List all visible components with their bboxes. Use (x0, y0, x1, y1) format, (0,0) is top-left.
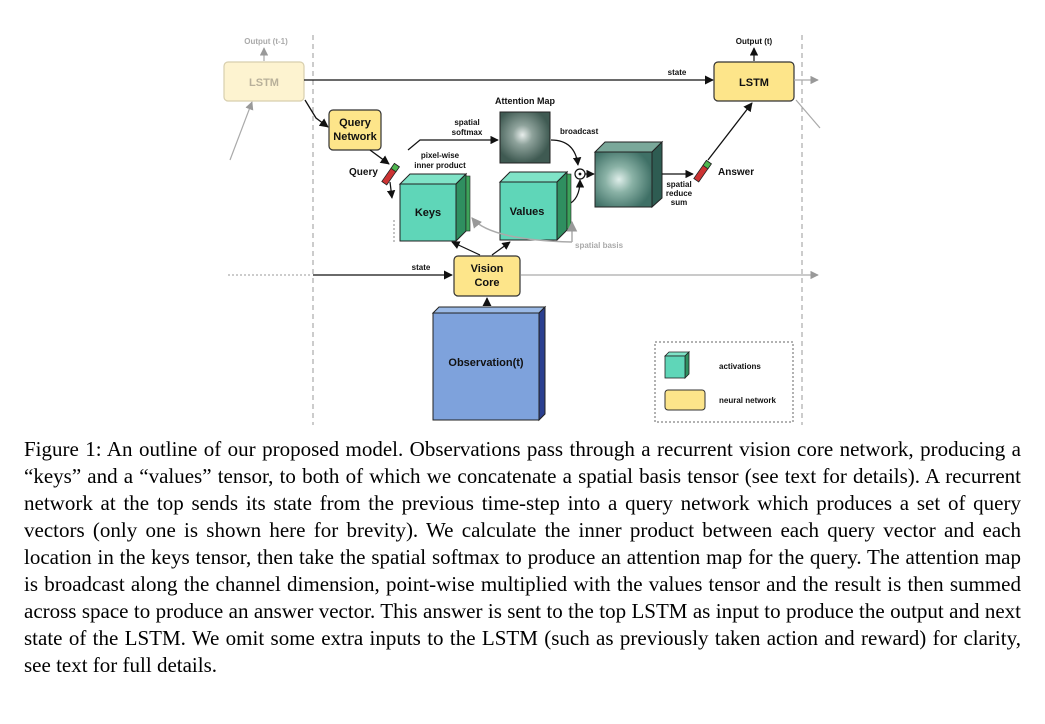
spatial-reduce-label: spatial (666, 180, 691, 189)
legend-activations-label: activations (719, 362, 761, 371)
attention-map-label: Attention Map (495, 96, 555, 106)
legend-neural-network-label: neural network (719, 396, 776, 405)
lstm-current: LSTM (713, 61, 795, 102)
attention-map (499, 111, 551, 164)
spatial-reduce-label-3: sum (671, 198, 687, 207)
input-prev-arrow (229, 101, 254, 161)
svg-text:Vision: Vision (471, 263, 504, 275)
svg-text:Keys: Keys (415, 207, 441, 219)
output-label: Output (t) (736, 37, 773, 46)
svg-text:LSTM: LSTM (739, 77, 769, 89)
values-tensor: Values (498, 170, 572, 242)
legend-activation-swatch (664, 351, 690, 379)
spatial-softmax-label: spatial (454, 118, 479, 127)
query-network-to-query-arrow (369, 149, 390, 165)
output-prev-label: Output (t-1) (244, 37, 288, 46)
query-vector (381, 162, 400, 186)
query-label: Query (349, 167, 378, 178)
spatial-reduce-label-2: reduce (666, 189, 693, 198)
svg-text:LSTM: LSTM (249, 77, 279, 89)
spatial-softmax-label-2: softmax (452, 128, 483, 137)
answer-vector (693, 159, 712, 183)
inner-product-arrow (386, 181, 396, 199)
core-to-values-arrow (491, 241, 511, 256)
answer-label: Answer (718, 167, 754, 178)
model-outline-diagram: LSTM Output (t-1) state LSTM Output (t) … (223, 35, 821, 425)
keys-tensor: Keys (398, 172, 471, 243)
figure-caption: Figure 1: An outline of our proposed mod… (24, 437, 1021, 677)
answer-to-lstm-arrow (707, 102, 753, 161)
weighted-values-tensor (593, 140, 664, 209)
state-bottom-label: state (412, 263, 431, 272)
core-to-keys-arrow (451, 241, 481, 256)
observation-tensor: Observation(t) (431, 305, 547, 422)
spatial-basis-arrow-keys (471, 217, 573, 243)
lstm-to-query-arrow (304, 99, 329, 128)
svg-text:Network: Network (333, 131, 377, 143)
pixelwise-label: pixel-wise (421, 151, 460, 160)
svg-text:Query: Query (339, 117, 372, 129)
spatial-softmax-arrow (407, 135, 499, 151)
state-top-label: state (668, 68, 687, 77)
broadcast-arrow (550, 139, 582, 166)
svg-text:Core: Core (474, 277, 499, 289)
lstm-next-diagonal (795, 99, 821, 129)
query-network: Query Network (328, 109, 382, 151)
broadcast-label: broadcast (560, 127, 599, 136)
pointwise-multiply-node (574, 168, 586, 180)
spatial-basis-label: spatial basis (575, 241, 624, 250)
legend-neural-network-swatch (664, 389, 706, 411)
vision-core: Vision Core (453, 255, 521, 297)
svg-text:Observation(t): Observation(t) (448, 357, 524, 369)
legend: activations neural network (654, 341, 794, 423)
lstm-previous: LSTM (223, 61, 305, 102)
pixelwise-label-2: inner product (414, 161, 466, 170)
svg-text:Values: Values (510, 206, 545, 218)
